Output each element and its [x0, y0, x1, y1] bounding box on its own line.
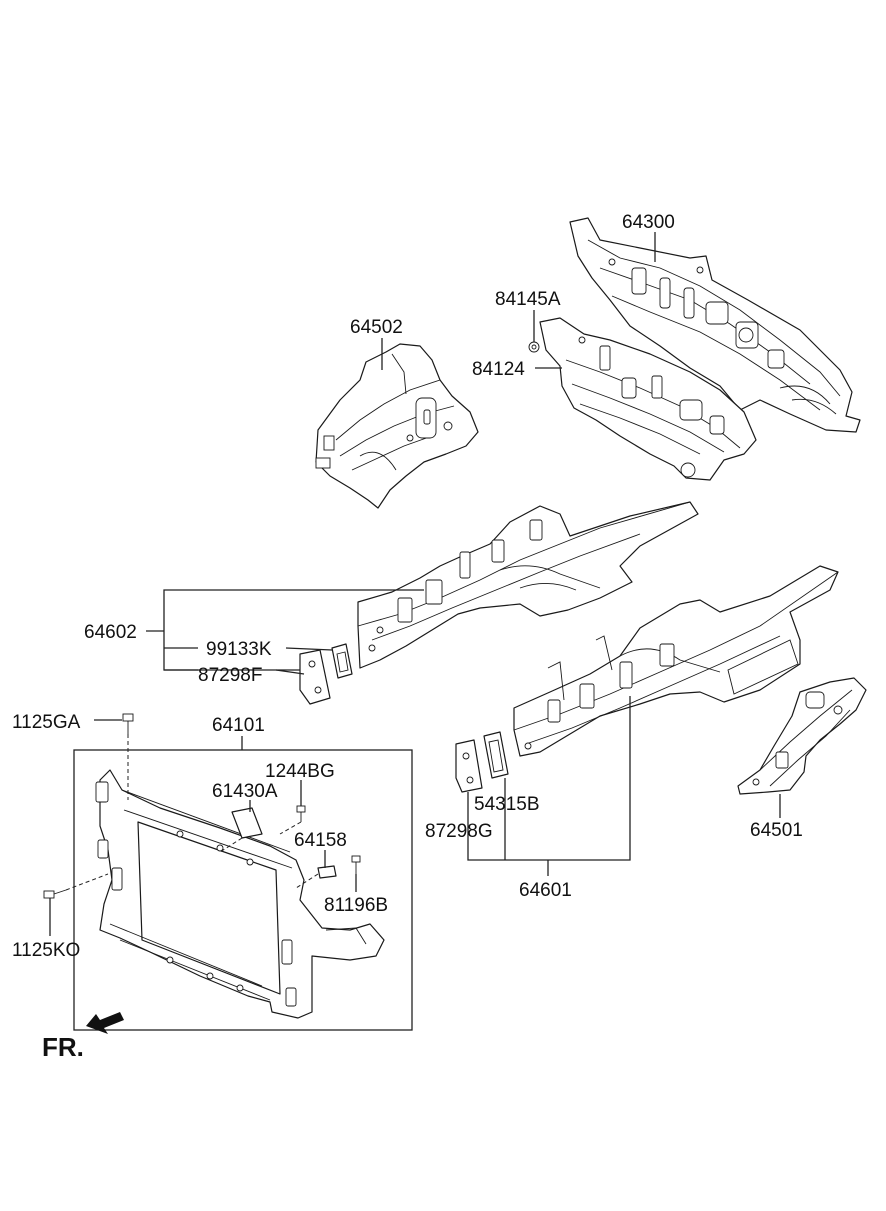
label-64602: 64602: [84, 622, 137, 643]
leader-lines: [49, 232, 781, 936]
label-81196B: 81196B: [324, 895, 388, 916]
label-64501: 64501: [750, 820, 803, 841]
label-87298F: 87298F: [198, 665, 262, 686]
bolt-1244BG: [296, 805, 306, 822]
bracket-61430A: [231, 807, 263, 839]
gusset-54315B: [483, 731, 509, 779]
side-member-64602: [357, 501, 699, 669]
dash-panel-64300: [569, 217, 861, 433]
label-64601: 64601: [519, 880, 572, 901]
label-84124: 84124: [472, 359, 525, 380]
part-labels: 64300 84145A 84124 64502 64602 99133K 87…: [12, 212, 803, 1062]
plate-87298F: [299, 649, 331, 705]
label-1125KO: 1125KO: [12, 940, 80, 961]
plate-87298G: [455, 739, 483, 793]
apron-64501: [737, 677, 867, 795]
apron-64502: [315, 343, 479, 509]
label-64101: 64101: [212, 715, 265, 736]
label-84145A: 84145A: [495, 289, 561, 310]
label-64158: 64158: [294, 830, 347, 851]
box-64101: [73, 749, 413, 1031]
bolt-1125KO: [43, 889, 67, 899]
front-arrow-icon: [86, 1012, 124, 1034]
label-99133K: 99133K: [206, 639, 272, 660]
front-direction-label: FR.: [42, 1032, 84, 1062]
label-54315B: 54315B: [474, 794, 540, 815]
clip-64158: [317, 865, 337, 879]
radiator-support-64101: [95, 769, 385, 1019]
label-1244BG: 1244BG: [265, 761, 335, 782]
label-87298G: 87298G: [425, 821, 493, 842]
dash-panel-84124: [539, 317, 757, 481]
side-member-64601: [513, 565, 839, 757]
label-64300: 64300: [622, 212, 675, 233]
gusset-99133K: [331, 643, 353, 679]
label-64502: 64502: [350, 317, 403, 338]
label-1125GA: 1125GA: [12, 712, 81, 733]
bolt-81196B: [351, 855, 361, 874]
label-61430A: 61430A: [212, 781, 278, 802]
bolt-1125GA: [122, 713, 134, 734]
